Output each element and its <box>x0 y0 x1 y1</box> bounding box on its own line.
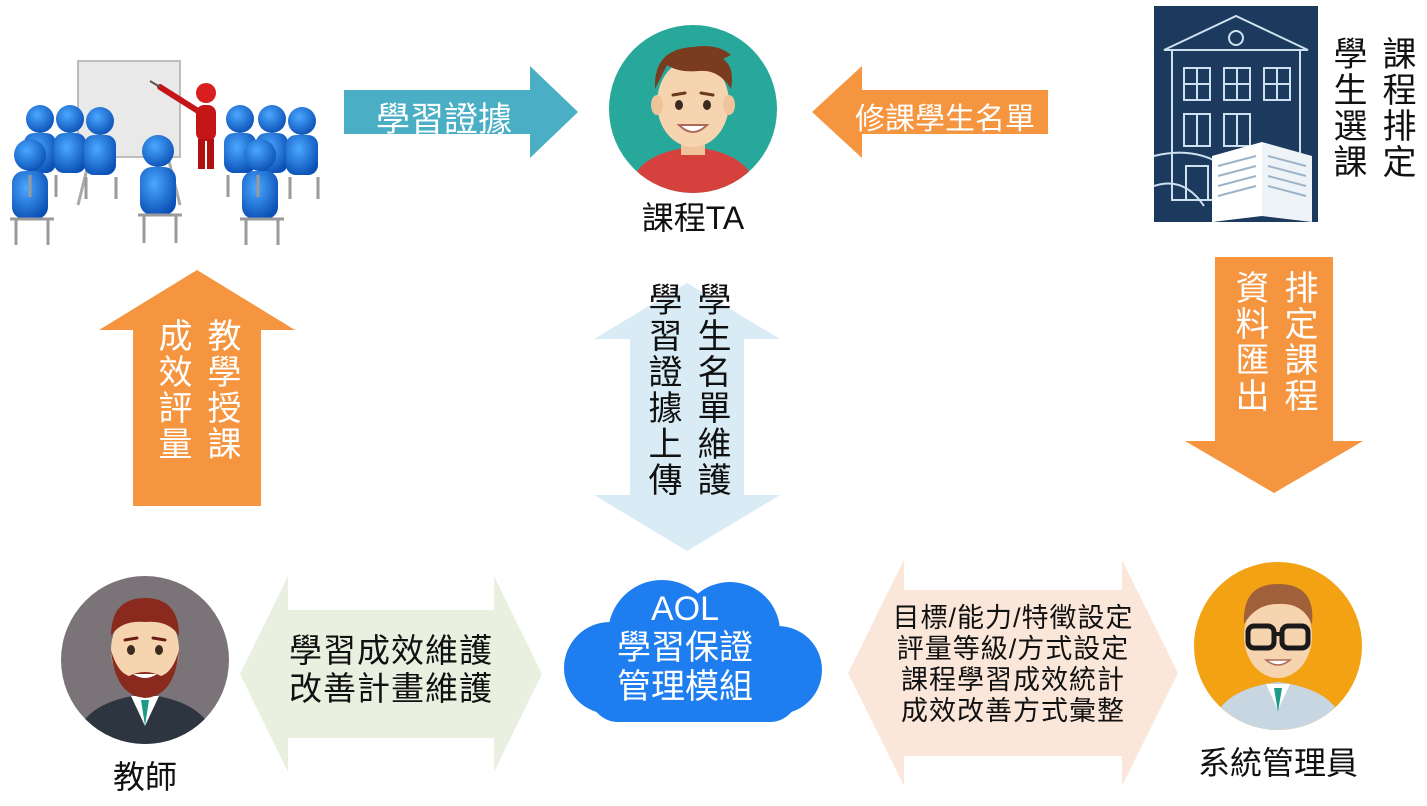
scheduling-label-col-1: 學生選課 <box>1328 36 1366 180</box>
admin-settings-line-3: 課程學習成效統計 <box>901 665 1125 696</box>
teaching-assessment-col-2: 教學授課 <box>202 318 240 462</box>
aol-module-line-3: 管理模組 <box>617 668 753 707</box>
ta-upload-col-1: 學習證據上傳 <box>643 282 681 498</box>
learning-evidence-label: 學習證據 <box>376 101 512 139</box>
scheduling-label-col-2: 課程排定 <box>1377 36 1415 180</box>
building-icon <box>1153 6 1318 223</box>
admin-settings-arrow <box>848 560 1178 786</box>
teaching-assessment-col-1: 成效評量 <box>153 318 191 462</box>
student-roster-label: 修課學生名單 <box>855 103 1035 136</box>
teacher-maintenance-arrow <box>240 576 542 772</box>
admin-settings-line-2: 評量等級/方式設定 <box>896 634 1130 665</box>
schedule-export-col-1: 資料匯出 <box>1230 270 1268 414</box>
teacher-avatar <box>61 576 229 744</box>
ta-upload-arrow <box>594 283 780 551</box>
ta-upload-col-2: 學生名單維護 <box>692 282 730 498</box>
admin-settings-line-1: 目標/能力/特徵設定 <box>892 603 1134 633</box>
teacher-maintenance-label: 學習成效維護 改善計畫維護 <box>240 632 542 708</box>
sys-admin-avatar <box>1194 562 1362 730</box>
course-ta-avatar <box>609 25 777 193</box>
teacher-maintenance-line-1: 學習成效維護 <box>289 632 493 669</box>
admin-settings-label: 目標/能力/特徵設定 評量等級/方式設定 課程學習成效統計 成效改善方式彙整 <box>848 603 1178 727</box>
ta-upload-label: 學習證據上傳 學生名單維護 <box>632 282 742 522</box>
schedule-export-label: 資料匯出 排定課程 <box>1215 270 1333 450</box>
learning-evidence-arrow <box>344 66 578 158</box>
teaching-assessment-arrow <box>99 270 295 506</box>
course-ta-caption: 課程TA <box>641 200 745 236</box>
classroom-illustration <box>0 55 322 247</box>
scheduling-label: 學生選課 課程排定 <box>1322 36 1422 196</box>
teacher-caption: 教師 <box>112 759 177 795</box>
schedule-export-col-2: 排定課程 <box>1279 270 1317 414</box>
schedule-export-arrow <box>1185 257 1363 493</box>
teacher-maintenance-line-2: 改善計畫維護 <box>289 669 493 707</box>
student-roster-arrow <box>812 66 1048 158</box>
aol-module-line-1: AOL <box>650 590 720 628</box>
aol-module-label: AOL 學習保證 管理模組 <box>550 590 820 707</box>
teaching-assessment-label: 成效評量 教學授課 <box>133 318 261 498</box>
aol-cloud-icon <box>564 580 822 722</box>
aol-module-line-2: 學習保證 <box>617 629 753 668</box>
admin-settings-line-4: 成效改善方式彙整 <box>901 696 1125 727</box>
sys-admin-caption: 系統管理員 <box>1197 745 1358 781</box>
